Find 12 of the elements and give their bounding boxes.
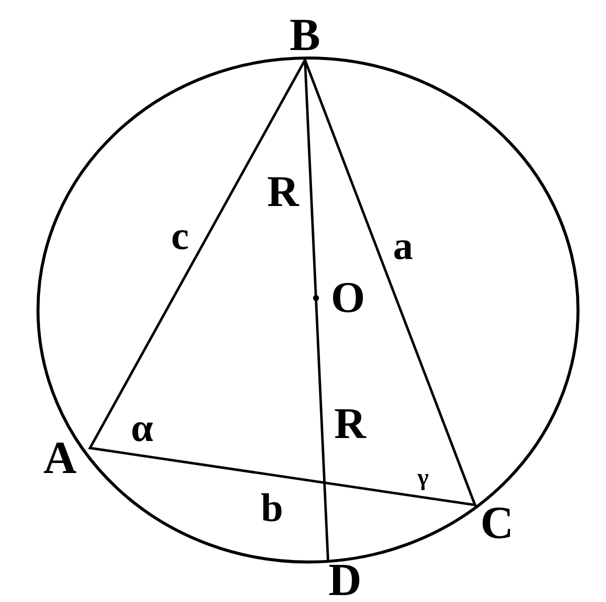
segment-label: R <box>334 402 366 446</box>
side-label: b <box>260 488 284 528</box>
vertex-label: C <box>480 500 514 546</box>
point-label: D <box>328 557 362 602</box>
center-label: O <box>330 276 366 320</box>
segment-label: R <box>267 170 299 214</box>
angle-label: α <box>130 408 154 448</box>
side-label: c <box>171 216 189 256</box>
side-label: a <box>393 226 413 266</box>
angle-label: γ <box>417 466 429 490</box>
vertex-label: A <box>43 435 77 481</box>
vertex-label: B <box>290 12 320 58</box>
